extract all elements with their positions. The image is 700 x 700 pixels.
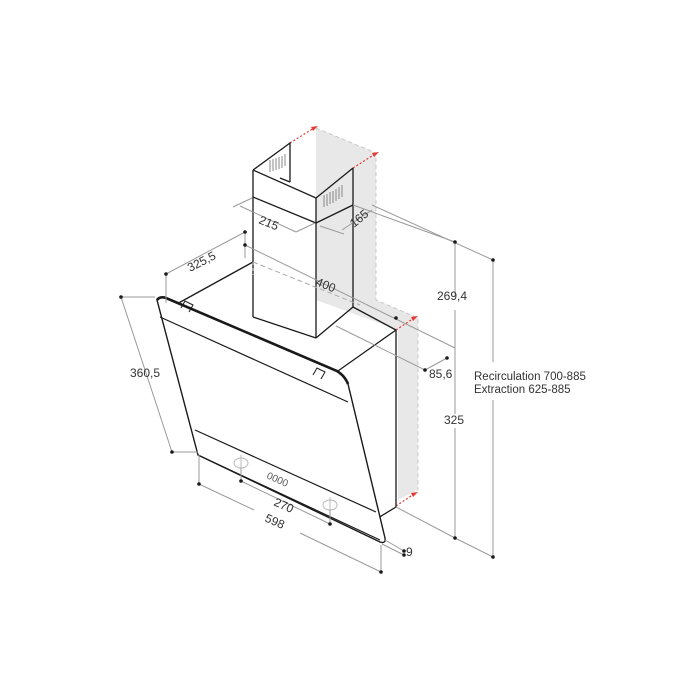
- dimension-endpoints: [119, 230, 495, 574]
- dim-chimney-height: 269,4: [437, 289, 467, 303]
- dim-chimney-width: 215: [257, 213, 281, 234]
- dimension-lines: [120, 197, 494, 573]
- dim-glass-thickness: 9: [406, 545, 413, 559]
- glass-panel: [155, 296, 386, 544]
- extension-arrows: [289, 126, 418, 507]
- vent-grille: [269, 154, 343, 207]
- dim-hood-width: 598: [263, 511, 287, 532]
- note-extraction: Extraction 625-885: [474, 384, 571, 396]
- dim-wall-offset: 85,6: [429, 367, 453, 381]
- chimney: [252, 141, 354, 339]
- dim-hood-depth: 325,5: [185, 248, 218, 274]
- dim-glass-height: 360,5: [130, 366, 160, 380]
- dim-body-height: 325: [444, 413, 464, 427]
- hood-body: [174, 261, 397, 519]
- note-recirculation: Recirculation 700-885: [474, 371, 586, 383]
